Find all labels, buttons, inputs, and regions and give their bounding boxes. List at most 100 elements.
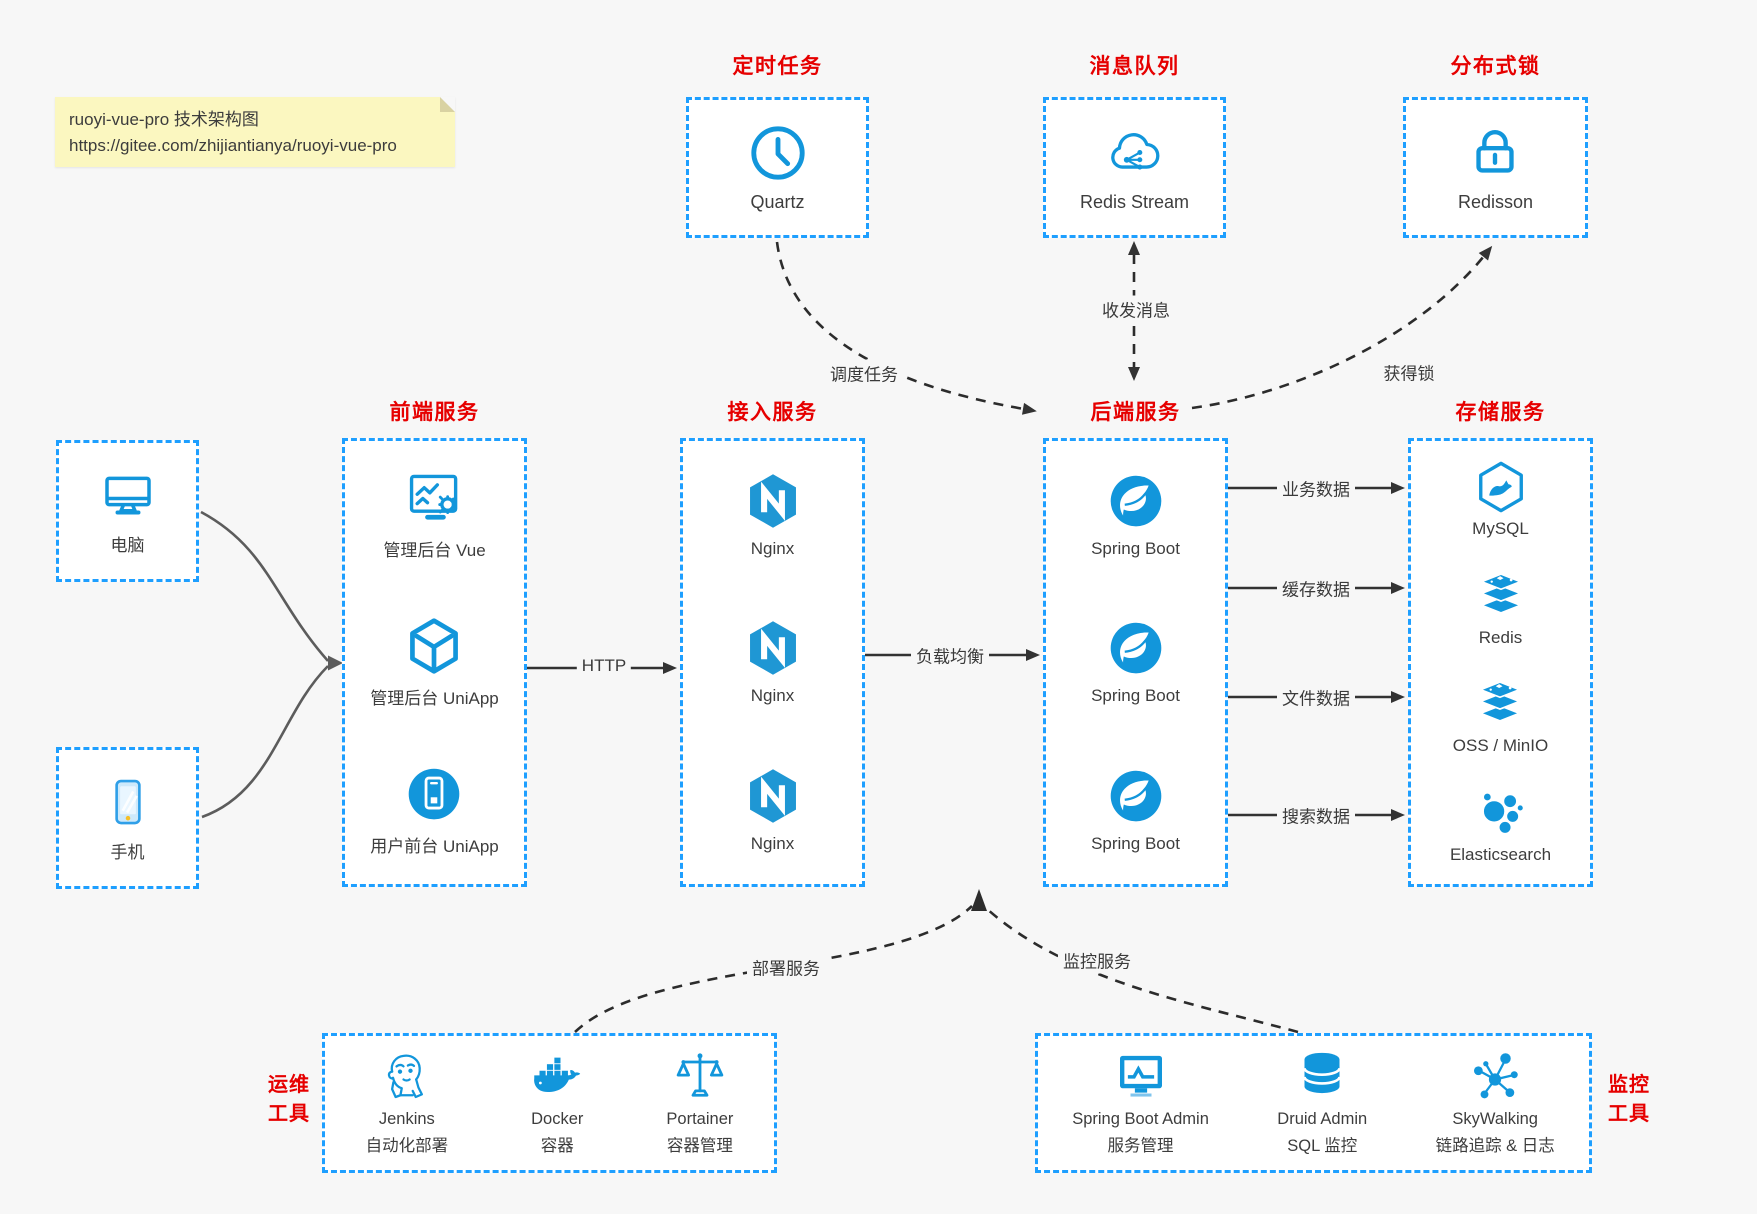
- box-storage-services: MySQL Redis OSS / MinIO Elasticsearch: [1408, 438, 1593, 887]
- node-label: 电脑: [110, 535, 145, 555]
- group-title-frontend: 前端服务: [389, 401, 480, 424]
- box-gateway-services: Nginx Nginx Nginx: [680, 438, 865, 887]
- node-redis-stream: Redis Stream: [1080, 122, 1189, 213]
- edge-label-cache-data: 缓存数据: [1277, 574, 1355, 602]
- group-title-scheduled-tasks: 定时任务: [732, 55, 823, 78]
- node-label: 用户前台 UniApp: [370, 836, 499, 856]
- monitor-chart-icon: [1113, 1048, 1169, 1104]
- box-client-phone: 手机: [56, 747, 199, 889]
- node-quartz: Quartz: [747, 122, 809, 213]
- group-title-ops-tools: 运维 工具: [230, 1071, 310, 1129]
- wire-monitor-service: [985, 907, 1299, 1034]
- node-sublabel: 链路追踪 & 日志: [1435, 1137, 1555, 1155]
- node-nginx-1: Nginx: [743, 471, 803, 559]
- monitor-title-line2: 工具: [1608, 1103, 1650, 1125]
- nginx-icon: [743, 471, 803, 531]
- node-docker: Docker 容器: [529, 1048, 585, 1158]
- merge-arrowhead: [328, 655, 343, 671]
- wire-phone-to-frontend: [201, 665, 329, 819]
- edge-label-search-data: 搜索数据: [1277, 801, 1355, 829]
- node-sublabel: 服务管理: [1107, 1137, 1174, 1155]
- node-sublabel: 容器: [540, 1137, 574, 1155]
- wire-desktop-to-frontend: [200, 510, 329, 662]
- clock-icon: [747, 122, 809, 184]
- group-title-storage: 存储服务: [1455, 401, 1546, 424]
- database-icon: [1294, 1048, 1350, 1104]
- group-title-monitor-tools: 监控 工具: [1608, 1071, 1688, 1129]
- node-druid-admin: Druid Admin SQL 监控: [1277, 1048, 1367, 1158]
- node-sublabel: 自动化部署: [365, 1137, 449, 1155]
- node-oss-minio: OSS / MinIO: [1453, 677, 1548, 756]
- node-label: Jenkins: [378, 1109, 435, 1128]
- spring-boot-icon: [1106, 618, 1166, 678]
- monitor-title-line1: 监控: [1608, 1074, 1650, 1096]
- node-label: Redis Stream: [1079, 192, 1190, 212]
- mysql-icon: [1474, 460, 1528, 514]
- group-title-gateway: 接入服务: [727, 401, 818, 424]
- nginx-icon: [743, 618, 803, 678]
- admin-web-icon: [405, 468, 465, 528]
- node-jenkins: Jenkins 自动化部署: [365, 1048, 449, 1158]
- sticky-note: ruoyi-vue-pro 技术架构图 https://gitee.com/zh…: [55, 97, 455, 167]
- edge-label-business-data: 业务数据: [1277, 474, 1355, 502]
- lock-icon: [1464, 122, 1526, 184]
- note-url: https://gitee.com/zhijiantianya/ruoyi-vu…: [69, 136, 397, 156]
- node-label: Nginx: [750, 538, 795, 558]
- node-label: Docker: [531, 1109, 584, 1128]
- box-frontend-services: 管理后台 Vue 管理后台 UniApp 用户前台 UniApp: [342, 438, 527, 887]
- edge-label-load-balance: 负载均衡: [911, 641, 989, 669]
- mobile-app-icon: [404, 764, 464, 824]
- node-springboot-3: Spring Boot: [1091, 766, 1180, 854]
- node-label: Quartz: [750, 192, 805, 212]
- box-ops-tools: Jenkins 自动化部署 Docker 容器 Portainer 容器管理: [322, 1033, 777, 1173]
- node-label: Druid Admin: [1277, 1109, 1368, 1128]
- jenkins-icon: [379, 1048, 435, 1104]
- spring-boot-icon: [1106, 766, 1166, 826]
- redis-stack-icon: [1474, 569, 1528, 623]
- node-label: Spring Boot Admin: [1072, 1109, 1209, 1128]
- box-client-desktop: 电脑: [56, 440, 199, 582]
- node-label: Portainer: [666, 1109, 734, 1128]
- node-nginx-2: Nginx: [743, 618, 803, 706]
- node-label: Nginx: [750, 834, 795, 854]
- box-monitor-tools: Spring Boot Admin 服务管理 Druid Admin SQL 监…: [1035, 1033, 1592, 1173]
- storage-stack-icon: [1473, 677, 1527, 731]
- node-label: MySQL: [1472, 518, 1529, 538]
- node-label: 管理后台 Vue: [383, 541, 486, 561]
- desktop-icon: [100, 467, 156, 523]
- box-distributed-lock: Redisson: [1403, 97, 1588, 238]
- node-phone: 手机: [100, 774, 156, 863]
- node-admin-vue: 管理后台 Vue: [383, 468, 486, 561]
- node-user-uniapp: 用户前台 UniApp: [370, 764, 499, 857]
- node-admin-uniapp: 管理后台 UniApp: [370, 616, 499, 709]
- node-label: 管理后台 UniApp: [370, 688, 499, 708]
- node-redis: Redis: [1474, 569, 1528, 648]
- node-springboot-admin: Spring Boot Admin 服务管理: [1072, 1048, 1209, 1158]
- box-backend-services: Spring Boot Spring Boot Spring Boot: [1043, 438, 1228, 887]
- wire-acquire-lock: [1191, 245, 1493, 410]
- spring-boot-icon: [1106, 471, 1166, 531]
- ops-title-line1: 运维: [268, 1074, 310, 1096]
- node-label: Spring Boot: [1091, 686, 1180, 706]
- box-scheduled-tasks: Quartz: [686, 97, 869, 238]
- node-portainer: Portainer 容器管理: [666, 1048, 733, 1158]
- node-label: 手机: [110, 842, 145, 862]
- note-title: ruoyi-vue-pro 技术架构图: [69, 110, 259, 129]
- deploy-monitor-arrowhead: [971, 889, 987, 911]
- edge-label-schedule: 调度任务: [825, 359, 903, 387]
- edge-label-file-data: 文件数据: [1277, 683, 1355, 711]
- group-title-message-queue: 消息队列: [1089, 55, 1180, 78]
- ops-title-line2: 工具: [268, 1103, 310, 1125]
- node-label: Redis: [1478, 627, 1523, 647]
- node-elasticsearch: Elasticsearch: [1450, 786, 1551, 865]
- wire-schedule-task: [775, 241, 1037, 415]
- node-springboot-1: Spring Boot: [1091, 471, 1180, 559]
- node-sublabel: 容器管理: [666, 1137, 733, 1155]
- node-label: Spring Boot: [1091, 834, 1180, 854]
- smartphone-icon: [100, 774, 156, 830]
- edge-label-monitor: 监控服务: [1058, 946, 1136, 974]
- node-redisson: Redisson: [1458, 122, 1533, 213]
- note-fold-corner: [440, 97, 455, 112]
- uniapp-cube-icon: [404, 616, 464, 676]
